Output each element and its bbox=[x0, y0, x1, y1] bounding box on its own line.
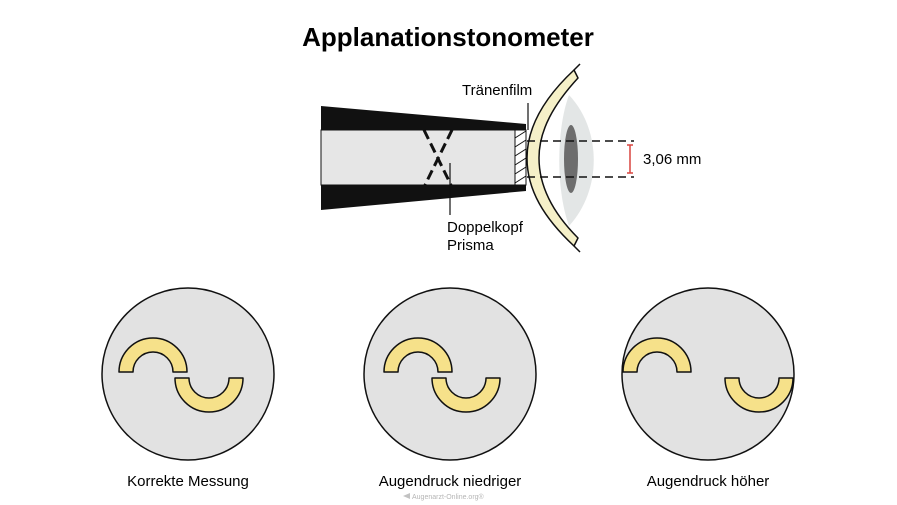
eyelid-bottom bbox=[573, 245, 581, 253]
prism-holder-top bbox=[321, 106, 526, 130]
tear-film-label: Tränenfilm bbox=[462, 82, 532, 99]
diagram-title: Applanationstonometer bbox=[302, 22, 594, 52]
lower-semicircle bbox=[431, 377, 501, 413]
measure-label: 3,06 mm bbox=[643, 151, 701, 168]
upper-semicircle bbox=[622, 337, 692, 373]
measure-bracket bbox=[627, 144, 633, 174]
view-caption: Augendruck niedriger bbox=[379, 473, 522, 490]
tear-film-hatch bbox=[514, 129, 527, 186]
prism-holder-bottom bbox=[321, 185, 526, 210]
view-higher: Augendruck höher bbox=[621, 287, 795, 490]
eyelid-top bbox=[573, 63, 581, 71]
prism-label-line1: Doppelkopf bbox=[447, 219, 524, 236]
prism-label-line2: Prisma bbox=[447, 237, 494, 254]
tonometer-schematic: 3,06 mm Tränenfilm Doppelkopf Prisma bbox=[320, 63, 701, 254]
view-caption: Korrekte Messung bbox=[127, 473, 249, 490]
pupil bbox=[564, 125, 578, 193]
upper-semicircle bbox=[118, 337, 188, 373]
view-lower: Augendruck niedriger bbox=[363, 287, 537, 490]
lower-semicircle bbox=[724, 377, 794, 413]
view-caption: Augendruck höher bbox=[647, 473, 770, 490]
prism-internal-line bbox=[423, 129, 454, 186]
upper-semicircle bbox=[383, 337, 453, 373]
prism-body bbox=[320, 129, 527, 186]
view-circle bbox=[621, 287, 795, 461]
lower-semicircle bbox=[174, 377, 244, 413]
watermark-text: Augenarzt-Online.org® bbox=[412, 493, 485, 501]
view-circle bbox=[101, 287, 275, 461]
view-correct: Korrekte Messung bbox=[101, 287, 275, 490]
watermark: Augenarzt-Online.org® bbox=[403, 493, 485, 501]
view-circle bbox=[363, 287, 537, 461]
watermark-logo-icon bbox=[403, 493, 410, 499]
